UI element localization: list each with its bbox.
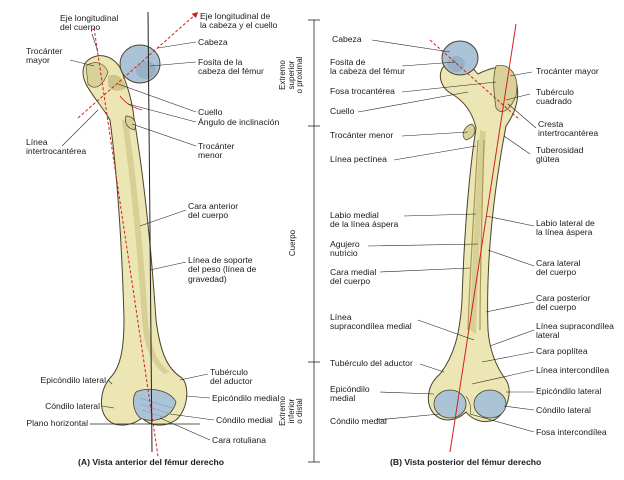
label-fosa-trocanterea: Fosa trocantérea bbox=[330, 86, 395, 96]
label-cuello-a: Cuello bbox=[198, 107, 223, 117]
label-linea-intertrocanterea: Línea intertrocantérea bbox=[26, 137, 87, 157]
label-tuberculo-aductor-a: Tubérculo del aductor bbox=[210, 367, 253, 387]
label-eje-longitudinal-cabeza: Eje longitudinal de la cabeza y el cuell… bbox=[200, 11, 278, 31]
label-cara-posterior: Cara posterior del cuerpo bbox=[536, 293, 591, 313]
region-cuerpo: Cuerpo bbox=[288, 229, 297, 257]
region-distal: Extremo inferior o distal bbox=[278, 396, 305, 426]
femur-anterior bbox=[77, 11, 200, 457]
label-tuberosidad-glutea: Tuberosidad glútea bbox=[536, 145, 584, 165]
label-labio-lateral: Labio lateral de la línea áspera bbox=[536, 218, 595, 238]
axis-shaft-b bbox=[449, 23, 517, 453]
label-cara-poplitea: Cara poplítea bbox=[536, 346, 588, 356]
region-bracket bbox=[308, 19, 320, 463]
region-proximal: Extremo superior o proximal bbox=[278, 56, 305, 94]
label-epicondilo-medial-b: Epicóndilo medial bbox=[330, 384, 370, 404]
label-epicondilo-lateral-b: Epicóndilo lateral bbox=[536, 386, 602, 396]
label-condilo-lateral-b: Cóndilo lateral bbox=[536, 405, 591, 415]
label-epicondilo-medial-a: Epicóndilo medial bbox=[212, 393, 280, 403]
label-fosita-cabeza-b: Fosita de la cabeza del fémur bbox=[330, 57, 405, 77]
label-cara-rotuliana: Cara rotuliana bbox=[212, 435, 266, 445]
label-cresta-intertrocanterea: Cresta intertrocantérea bbox=[538, 119, 599, 139]
label-fosa-intercondilea: Fosa intercondílea bbox=[536, 427, 607, 437]
label-linea-supracondilea-lateral: Línea supracondílea lateral bbox=[536, 321, 614, 341]
label-linea-soporte: Línea de soporte del peso (línea de grav… bbox=[188, 255, 257, 284]
label-trocanter-mayor-a: Trocánter mayor bbox=[26, 46, 63, 66]
label-fosita-cabeza-a: Fosita de la cabeza del fémur bbox=[198, 57, 264, 77]
label-condilo-lateral-a: Cóndilo lateral bbox=[45, 401, 100, 411]
leaders-b bbox=[357, 39, 537, 433]
condyle-lateral-b bbox=[473, 389, 507, 419]
label-epicondilo-lateral-a: Epicóndilo lateral bbox=[40, 375, 106, 385]
label-cabeza-b: Cabeza bbox=[332, 34, 362, 44]
label-labio-medial: Labio medial de la línea áspera bbox=[330, 210, 399, 230]
label-linea-intercondilea: Línea intercondílea bbox=[536, 365, 610, 375]
axis-neck-a bbox=[77, 12, 199, 119]
femur-posterior-head bbox=[441, 40, 479, 76]
label-linea-pectinea: Línea pectínea bbox=[330, 154, 387, 164]
femur-anterior-bone bbox=[82, 55, 188, 426]
label-tuberculo-cuadrado: Tubérculo cuadrado bbox=[536, 87, 574, 107]
label-cara-anterior: Cara anterior del cuerpo bbox=[188, 201, 239, 221]
label-trocanter-menor-b: Trocánter menor bbox=[330, 130, 394, 140]
caption-b: (B) Vista posterior del fémur derecho bbox=[390, 457, 542, 467]
label-agujero-nutricio: Agujero nutricio bbox=[330, 239, 360, 259]
label-trocanter-menor-a: Trocánter menor bbox=[198, 141, 235, 161]
label-cara-medial: Cara medial del cuerpo bbox=[330, 267, 377, 287]
leaders-a bbox=[61, 33, 215, 441]
label-condilo-medial-b: Cóndilo medial bbox=[330, 416, 387, 426]
caption-a: (A) Vista anterior del fémur derecho bbox=[78, 457, 224, 467]
label-cuello-b: Cuello bbox=[330, 106, 355, 116]
label-plano-horizontal: Plano horizontal bbox=[26, 418, 88, 428]
label-cabeza-a: Cabeza bbox=[198, 37, 228, 47]
axis-neck-b bbox=[429, 39, 521, 121]
label-eje-longitudinal-cuerpo: Eje longitudinal del cuerpo bbox=[60, 13, 119, 33]
femur-posterior-bone bbox=[427, 60, 519, 423]
weight-line-a bbox=[147, 11, 153, 453]
label-trocanter-mayor-b: Trocánter mayor bbox=[536, 66, 599, 76]
label-condilo-medial-a: Cóndilo medial bbox=[216, 415, 273, 425]
label-tuberculo-aductor-b: Tubérculo del aductor bbox=[330, 358, 413, 368]
label-cara-lateral: Cara lateral del cuerpo bbox=[536, 258, 581, 278]
axis-shaft-a bbox=[93, 27, 159, 457]
condyle-medial-b bbox=[433, 389, 467, 419]
label-angulo-inclinacion: Ángulo de inclinación bbox=[198, 117, 280, 127]
femur-posterior bbox=[427, 23, 521, 453]
label-linea-supracondilea-medial: Línea supracondílea medial bbox=[330, 312, 412, 332]
